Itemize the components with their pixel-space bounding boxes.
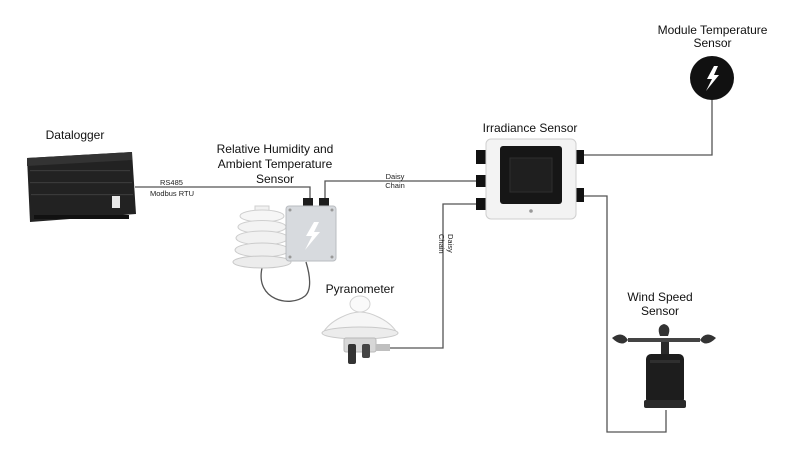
modbus-rtu-label: Modbus RTU <box>150 189 195 198</box>
module-temp-sensor-device <box>690 56 734 100</box>
rh-probe-cable <box>260 261 311 302</box>
module-temp-cable <box>580 100 713 156</box>
daisy-chain-label-1: Daisy Chain <box>385 172 405 190</box>
irradiance-sensor-label: Irradiance Sensor <box>482 121 578 135</box>
datalogger-label-sticker <box>112 196 120 208</box>
datalogger-label: Datalogger <box>45 128 105 142</box>
rh-radiation-shield <box>232 205 292 269</box>
wind-speed-sensor-device <box>612 324 716 408</box>
lightning-bolt-icon <box>706 66 719 91</box>
daisy-chain-label-2: Daisy Chain <box>437 234 455 254</box>
rs485-label: RS485 <box>160 178 183 187</box>
pyranometer-device <box>321 295 399 364</box>
pyranometer-label: Pyranometer <box>325 282 395 296</box>
datalogger-device <box>27 152 136 222</box>
module-temp-sensor-label: Module Temperature Sensor <box>657 23 768 50</box>
rh-junction-box <box>285 198 337 262</box>
irradiance-sensor-device <box>476 138 584 220</box>
daisy-chain-cable-2 <box>390 203 482 349</box>
wind-speed-cable <box>580 195 667 433</box>
daisy-chain-cable-1 <box>324 180 482 203</box>
cables <box>135 100 713 433</box>
wind-speed-sensor-label: Wind Speed Sensor <box>627 290 693 318</box>
rs485-cable <box>135 186 311 203</box>
rh-sensor-label: Relative Humidity and Ambient Temperatur… <box>216 142 334 186</box>
lightning-bolt-icon <box>305 222 320 250</box>
